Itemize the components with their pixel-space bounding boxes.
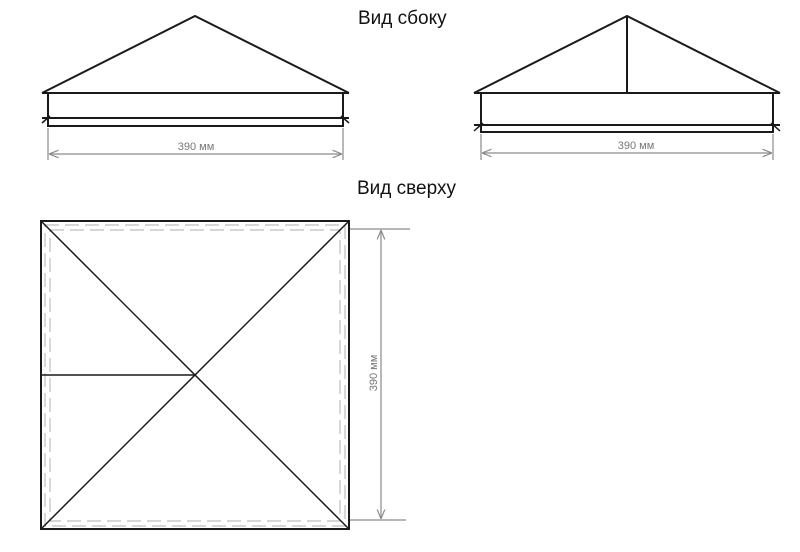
side-view-right: 390 мм: [473, 14, 781, 160]
side-right-dimension-label: 390 мм: [618, 140, 655, 152]
side-left-roof: [41, 14, 350, 94]
side-left-flange-right: [340, 115, 350, 124]
top-view-hidden-inner: [49, 229, 341, 522]
top-view: 390 мм: [40, 220, 410, 530]
side-left-dimension-label: 390 мм: [178, 141, 215, 153]
side-right-flange-left: [473, 122, 484, 132]
top-view-title: Вид сверху: [357, 178, 456, 199]
side-left-flange-left: [41, 115, 51, 124]
top-view-dimension-label: 390 мм: [368, 355, 380, 392]
side-view-left: 390 мм: [41, 14, 350, 160]
side-view-title: Вид сбоку: [358, 8, 447, 29]
side-right-flange-right: [770, 122, 781, 132]
